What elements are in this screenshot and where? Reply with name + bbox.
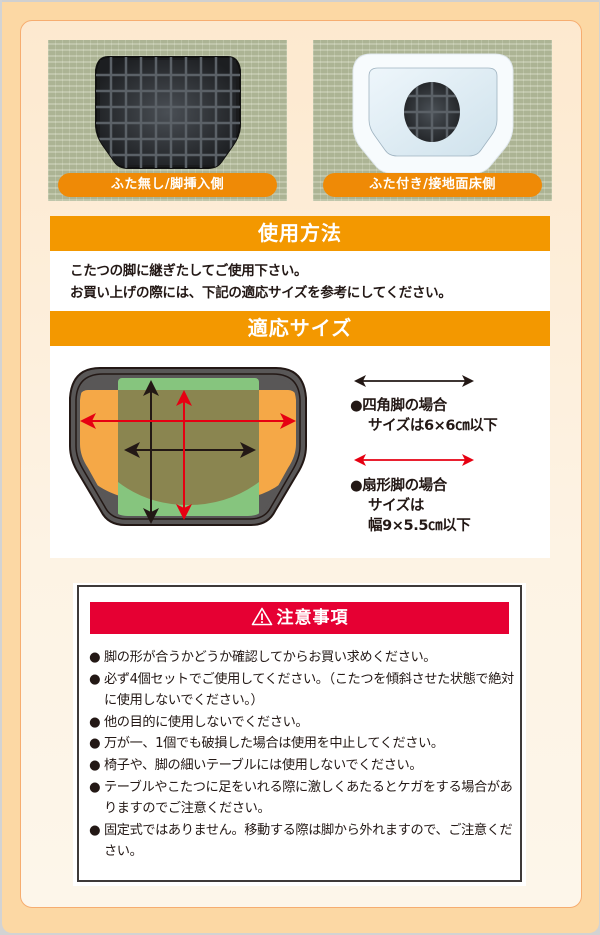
size-diagram: [69, 367, 307, 526]
usage-section: 使用方法 こたつの脚に継ぎたしてご使用下さい。 お買い上げの際には、下記の適応サ…: [50, 216, 550, 558]
caution-item: ●必ず4個セットでご使用してください。（こたつを傾斜させた状態で絶対に使用しない…: [89, 671, 514, 709]
photo-label: ふた無し/脚挿入側: [58, 173, 277, 197]
usage-instructions: こたつの脚に継ぎたしてご使用下さい。 お買い上げの際には、下記の適応サイズを参考…: [70, 260, 540, 304]
bullet: ●: [350, 478, 363, 494]
black-double-arrow-icon: [354, 375, 474, 387]
warning-triangle-icon: [251, 607, 272, 625]
capped-leg-cap-icon: [352, 53, 514, 174]
caution-item: ●固定式ではありません。移動する際は脚から外れますので、ご注意ください。: [89, 822, 513, 860]
caution-item: ●椅子や、脚の細いテーブルには使用しないでください。: [89, 757, 423, 773]
photo-cap-closed-side: ふた付き/接地面床側: [313, 40, 552, 201]
usage-header: 使用方法: [50, 216, 550, 251]
size-header: 適応サイズ: [50, 311, 550, 346]
caution-item: ●他の目的に使用しないでください。: [89, 714, 309, 730]
usage-line: お買い上げの際には、下記の適応サイズを参考にしてください。: [70, 285, 452, 301]
grid-leg-cap-icon: [95, 56, 241, 169]
photo-cap-open-side: ふた無し/脚挿入側: [48, 40, 287, 201]
usage-line: こたつの脚に継ぎたしてご使用下さい。: [70, 263, 308, 279]
caution-section: 注意事項 ●脚の形が合うかどうか確認してからお買い求めください。 ●必ず4個セッ…: [73, 583, 526, 886]
caution-title: 注意事項: [276, 608, 349, 628]
square-leg-size: ●四角脚の場合 サイズは6×6㎝以下: [350, 398, 498, 434]
red-double-arrow-icon: [354, 454, 474, 466]
caution-item: ●万が一、1個でも破損した場合は使用を中止してください。: [89, 736, 444, 752]
bullet: ●: [350, 398, 363, 414]
caution-list: ●脚の形が合うかどうか確認してからお買い求めください。 ●必ず4個セットでご使用…: [89, 647, 519, 863]
caution-header: 注意事項: [90, 602, 509, 634]
fan-leg-size: ●扇形脚の場合 サイズは 幅9×5.5㎝以下: [350, 478, 471, 534]
photo-label: ふた付き/接地面床側: [323, 173, 542, 197]
caution-item: ●テーブルやこたつに足をいれる際に激しくあたるとケガをする場合がありますのでご注…: [89, 779, 513, 817]
caution-item: ●脚の形が合うかどうか確認してからお買い求めください。: [89, 650, 437, 665]
caution-box: 注意事項 ●脚の形が合うかどうか確認してからお買い求めください。 ●必ず4個セッ…: [77, 585, 522, 882]
